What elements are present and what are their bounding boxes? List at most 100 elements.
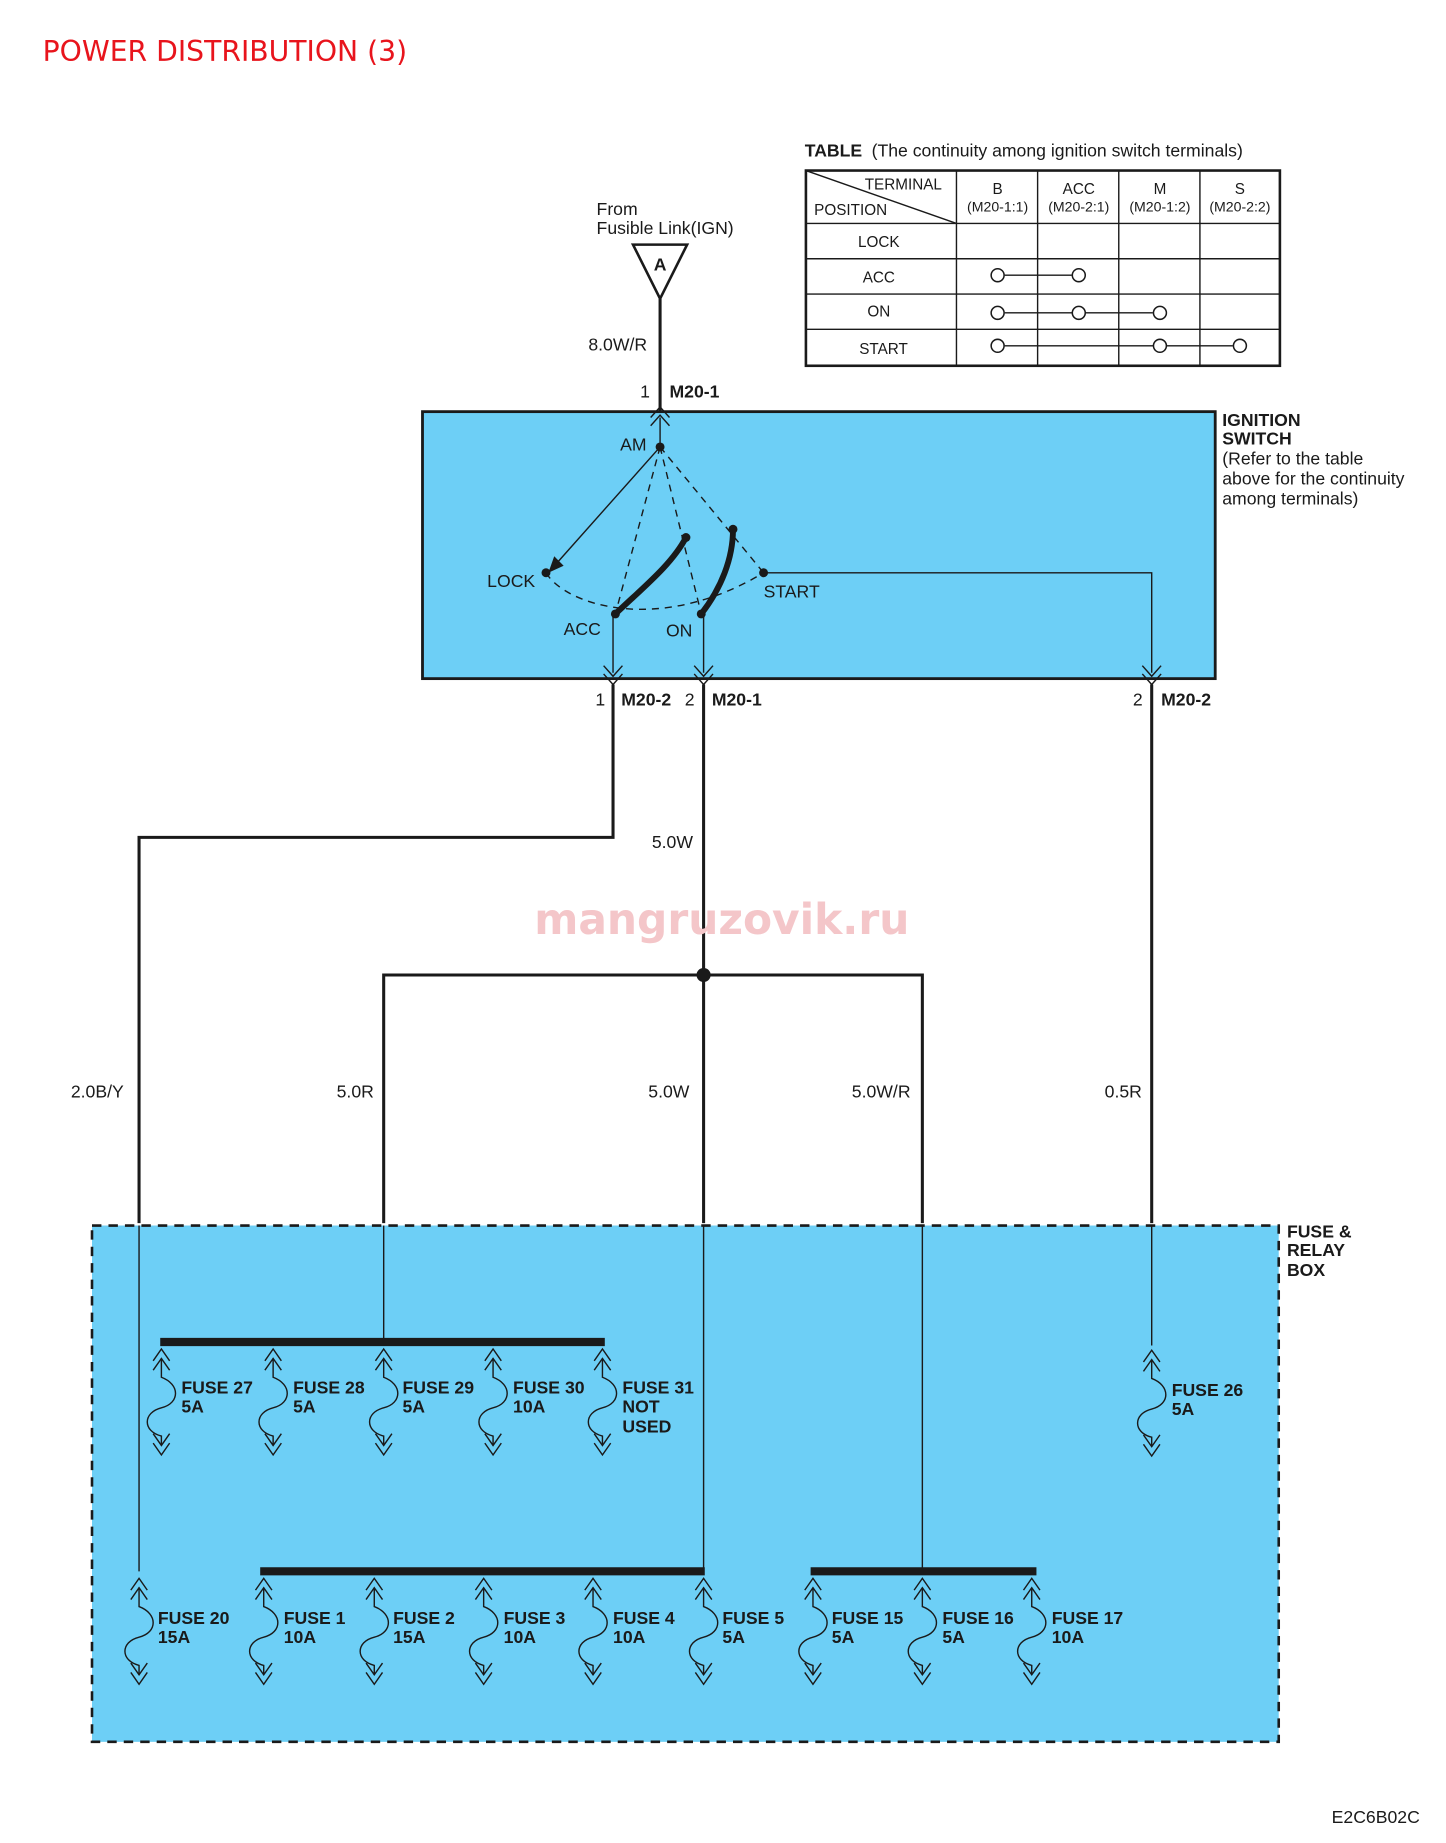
continuity-table: TABLE (The continuity among ignition swi… [804, 140, 1282, 368]
ignition-switch-label: IGNITION SWITCH (Refer to the table abov… [1222, 410, 1404, 509]
fuse-17-name: FUSE 17 [1052, 1608, 1124, 1628]
switch-note-1: (Refer to the table [1222, 449, 1363, 469]
fuse-27: FUSE 27 5A [146, 1348, 253, 1456]
fuse-20-name: FUSE 20 [158, 1608, 230, 1628]
fuse-1-name: FUSE 1 [284, 1608, 346, 1628]
fuse-box-label-3: BOX [1287, 1260, 1325, 1280]
out-acc-conn: M20-2 [621, 690, 671, 710]
col-acc-sub: (M20-2:1) [1048, 199, 1109, 215]
continuity-start [990, 338, 1248, 354]
wire-start: 0.5R [1105, 1081, 1142, 1101]
source-label-1: From [597, 199, 638, 219]
page-title: POWER DISTRIBUTION (3) [43, 35, 408, 68]
row-on: ON [867, 303, 890, 320]
row-lock: LOCK [858, 234, 900, 251]
col-b-sub: (M20-1:1) [967, 199, 1028, 215]
fuse-relay-box [90, 1224, 1281, 1744]
fuse-26-name: FUSE 26 [1172, 1380, 1244, 1400]
col-acc: ACC [1063, 181, 1095, 198]
source-wire: 8.0W/R [588, 334, 647, 354]
table-header-position: POSITION [814, 202, 887, 219]
fuse-28-name: FUSE 28 [293, 1378, 365, 1398]
fuse-28-rating: 5A [293, 1397, 316, 1417]
fuse-20-rating: 15A [158, 1627, 191, 1647]
fuse-30: FUSE 30 10A [478, 1348, 585, 1456]
fuse-31-name: FUSE 31 [622, 1378, 694, 1398]
fuse-15-name: FUSE 15 [832, 1608, 904, 1628]
col-m-sub: (M20-1:2) [1129, 199, 1190, 215]
fuse-26: FUSE 26 5A [1136, 1349, 1244, 1457]
wiring: 5.0W 2.0B/Y 5.0R 5.0W 5.0W/R 0.5R [71, 684, 1154, 1224]
switch-mechanism: AM LOCK ACC ON START [487, 434, 1153, 673]
fuse-29: FUSE 29 5A [368, 1348, 475, 1456]
fuse-26-rating: 5A [1172, 1399, 1195, 1419]
continuity-acc [990, 267, 1087, 283]
watermark: mangruzovik.ru [534, 895, 909, 944]
switch-acc: ACC [564, 619, 601, 639]
col-s: S [1235, 181, 1245, 198]
fuse-box-label-1: FUSE & [1287, 1221, 1352, 1241]
fuse-16-rating: 5A [942, 1627, 965, 1647]
fuse-2-rating: 15A [393, 1627, 426, 1647]
wire-on-trunk: 5.0W [652, 832, 694, 852]
fuse-31-extra: USED [622, 1417, 671, 1437]
switch-note-2: above for the continuity [1222, 469, 1404, 489]
fuse-29-name: FUSE 29 [403, 1378, 475, 1398]
wire-mid: 5.0W [648, 1081, 690, 1101]
wire-left: 5.0R [337, 1081, 374, 1101]
col-b: B [993, 181, 1003, 198]
fuse-2-name: FUSE 2 [393, 1608, 455, 1628]
wire-right: 5.0W/R [852, 1081, 911, 1101]
fuse-box-wiring [138, 1225, 1153, 1576]
continuity-on [990, 305, 1168, 321]
source-conn: M20-1 [669, 382, 719, 402]
fuse-31-rating: NOT [622, 1397, 659, 1417]
fuse-1-rating: 10A [284, 1627, 317, 1647]
switch-start: START [764, 581, 820, 601]
source-label-2: Fusible Link(IGN) [597, 218, 734, 238]
table-title-rest: (The continuity among ignition switch te… [872, 140, 1243, 160]
switch-on: ON [666, 620, 692, 640]
out-on-pin: 2 [685, 690, 695, 710]
fuse-3-rating: 10A [504, 1627, 537, 1647]
figure-code: E2C6B02C [1332, 1807, 1420, 1827]
source-pin: 1 [640, 382, 650, 402]
fuse-2: FUSE 2 15A [359, 1577, 455, 1685]
fuse-20: FUSE 20 15A [124, 1577, 230, 1685]
switch-name-2: SWITCH [1222, 429, 1292, 449]
switch-am: AM [620, 434, 646, 454]
fuse-28: FUSE 28 5A [258, 1348, 365, 1456]
fuse-3-name: FUSE 3 [504, 1608, 566, 1628]
fuse-15-rating: 5A [832, 1627, 855, 1647]
fuse-4: FUSE 4 10A [578, 1577, 675, 1685]
table-title-bold: TABLE [805, 140, 863, 160]
fuse-16: FUSE 16 5A [907, 1577, 1014, 1685]
out-on-conn: M20-1 [712, 690, 762, 710]
fuse-box-label-2: RELAY [1287, 1240, 1345, 1260]
out-start-pin: 2 [1133, 690, 1143, 710]
col-s-sub: (M20-2:2) [1209, 199, 1270, 215]
fuse-5-name: FUSE 5 [722, 1608, 784, 1628]
source-connector: A [654, 255, 667, 275]
fuse-5: FUSE 5 5A [688, 1577, 784, 1685]
fuse-16-name: FUSE 16 [942, 1608, 1014, 1628]
fuse-1: FUSE 1 10A [248, 1577, 346, 1685]
switch-name-1: IGNITION [1222, 410, 1300, 430]
fuse-17: FUSE 17 10A [1016, 1577, 1124, 1685]
ignition-switch-box [421, 410, 1217, 681]
fuse-15: FUSE 15 5A [798, 1577, 904, 1685]
table-title: TABLE (The continuity among ignition swi… [805, 140, 1243, 161]
fuse-31: FUSE 31 NOT USED [587, 1348, 694, 1456]
fuse-3: FUSE 3 10A [468, 1577, 566, 1685]
fuse-27-rating: 5A [181, 1397, 204, 1417]
fuse-30-name: FUSE 30 [513, 1378, 585, 1398]
switch-lock: LOCK [487, 571, 535, 591]
col-m: M [1154, 181, 1167, 198]
fuse-4-rating: 10A [613, 1627, 646, 1647]
fuse-30-rating: 10A [513, 1397, 546, 1417]
wire-acc: 2.0B/Y [71, 1081, 124, 1101]
power-source: From Fusible Link(IGN) A 8.0W/R 1 M20-1 [588, 199, 734, 412]
fuse-5-rating: 5A [722, 1627, 745, 1647]
